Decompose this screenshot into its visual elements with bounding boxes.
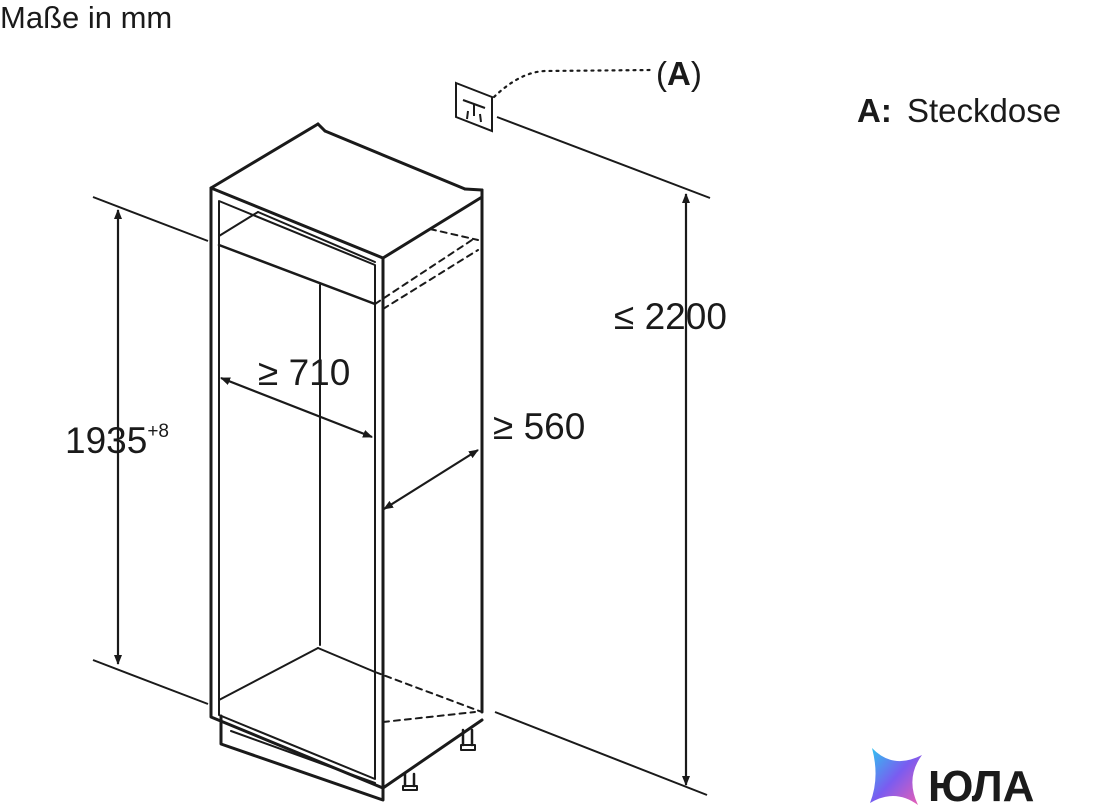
logo-text: ЮЛА	[928, 762, 1034, 811]
dimension-height-niche	[92, 196, 209, 705]
callout-leader	[492, 68, 654, 99]
depth-label: ≥ 560	[493, 406, 585, 447]
units-title: Maße in mm	[0, 0, 172, 35]
dimension-width	[220, 376, 373, 439]
callout-letter: A	[667, 55, 691, 92]
width-label: ≥ 710	[258, 352, 350, 393]
legend-key: A:	[857, 92, 892, 129]
height-total-label: ≤ 2200	[614, 296, 727, 337]
legend-value: Steckdose	[907, 92, 1061, 129]
power-socket-icon	[455, 81, 493, 133]
height-niche-label: 1935+8	[65, 420, 169, 461]
star-logo-icon	[870, 748, 922, 805]
cabinet-niche	[209, 122, 484, 802]
legend: A: Steckdose	[857, 92, 1061, 129]
callout-label: (A)	[656, 55, 702, 92]
dimension-depth	[383, 449, 479, 510]
dimension-height-total	[494, 116, 711, 796]
